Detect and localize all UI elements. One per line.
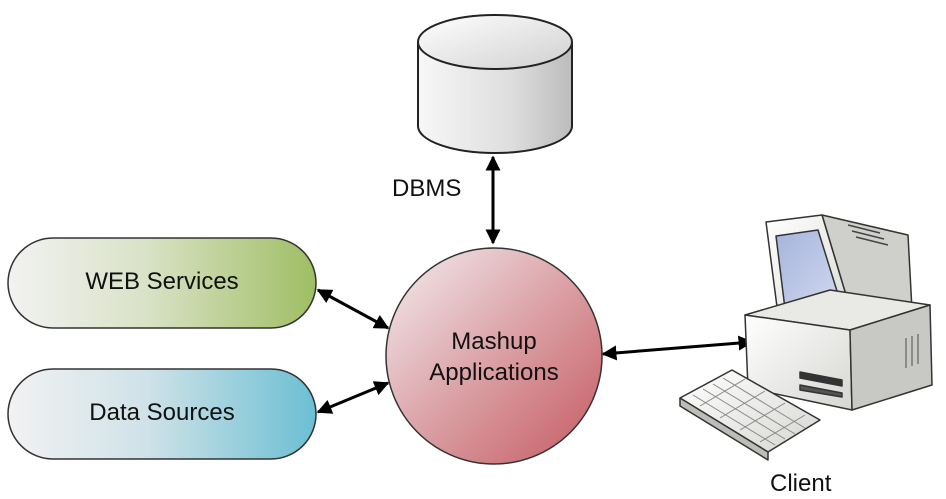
data-sources-node [7,368,317,460]
data-sources-label: Data Sources [89,399,235,426]
mashup-label-line2: Applications [429,359,559,386]
arrow-data-mashup [316,381,390,414]
mashup-label-line1: Mashup [451,328,537,355]
arrow-mashup-client [601,335,754,361]
mashup-applications-label: Mashup Applications [388,326,600,388]
dbms-label: DBMS [392,175,462,202]
client-computer-icon [679,214,933,461]
connector-arrows [316,155,754,414]
client-label: Client [770,470,832,497]
web-services-label: WEB Services [85,268,239,295]
dbms-database-icon [417,14,573,154]
arrow-web-mashup [316,288,390,330]
web-services-node [7,237,317,329]
